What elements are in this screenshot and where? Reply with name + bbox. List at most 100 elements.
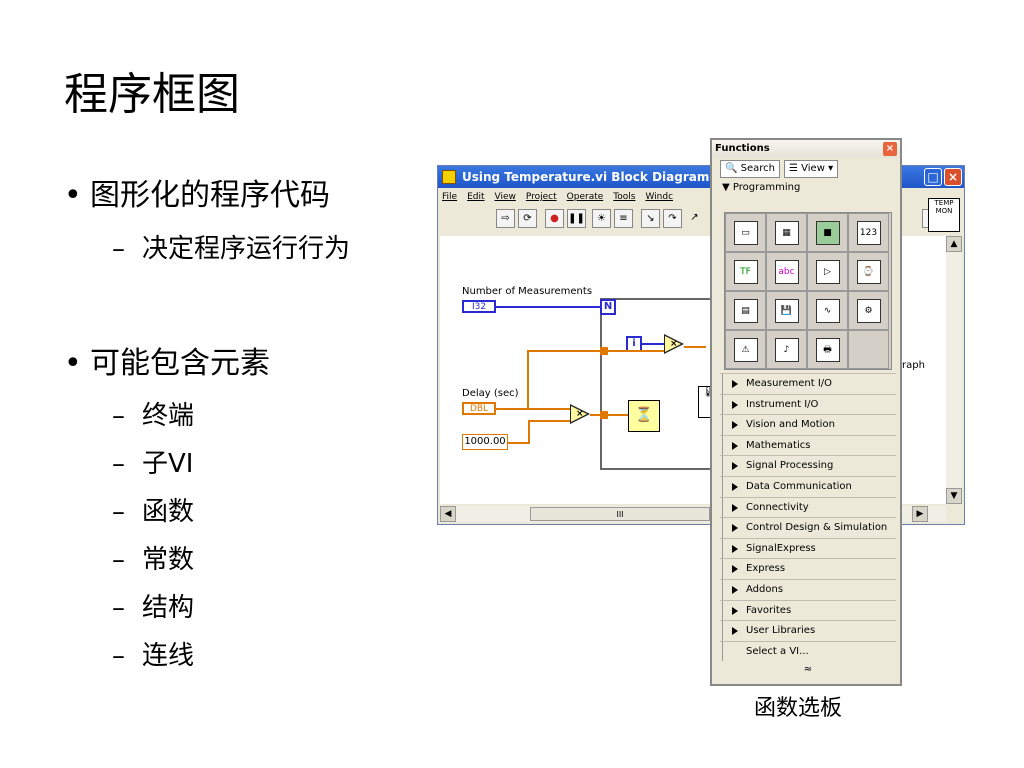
maximize-button[interactable]: □ [924,168,942,186]
sub-bullet: –函数 [112,497,195,527]
synchronization-icon[interactable]: ⚠ [725,330,766,369]
wire [642,343,664,345]
multiply-node[interactable] [570,404,590,424]
palette-item[interactable]: Connectivity [720,496,896,518]
slide-title: 程序框图 [64,69,240,120]
sub-bullet: –终端 [112,401,195,431]
abort-icon[interactable]: ● [545,209,564,228]
menu-operate[interactable]: Operate [566,192,604,202]
step-out-icon[interactable]: ↗ [690,212,699,223]
step-over-icon[interactable]: ↷ [663,209,682,228]
wire [508,442,530,444]
view-button[interactable]: ☰ View ▾ [784,160,839,178]
window-buttons: □ × [924,168,962,186]
structures-icon[interactable]: ▭ [725,213,766,252]
pause-icon[interactable]: ❚❚ [567,209,586,228]
menu-edit[interactable]: Edit [467,192,485,202]
palette-titlebar[interactable]: Functions × [712,140,900,158]
sub-bullet: –结构 [112,593,195,623]
palette-category-list: Measurement I/O Instrument I/O Vision an… [720,373,896,679]
palette-item[interactable]: Addons [720,578,896,600]
scroll-up-icon[interactable]: ▲ [946,236,962,252]
palette-item[interactable]: Control Design & Simulation [720,517,896,538]
terminal-label: Delay (sec) [462,388,519,399]
terminal-label: Number of Measurements [462,286,593,297]
palette-item[interactable]: Data Communication [720,475,896,497]
application-control-icon[interactable]: ⚙ [848,291,889,330]
palette-toolbar: 🔍 Search ☰ View ▾ [712,158,900,180]
numeric-icon[interactable]: 123 [848,213,889,252]
palette-item[interactable]: User Libraries [720,620,896,641]
dropdown-arrow-icon: ▾ [828,163,834,174]
dbl-terminal[interactable]: DBL [462,402,496,415]
highlight-icon[interactable]: ☀ [592,209,611,228]
wire [496,306,602,308]
palette-item[interactable]: Measurement I/O [720,373,896,394]
vertical-scrollbar[interactable]: ▲ ▼ [946,236,962,504]
palette-item[interactable]: Signal Processing [720,455,896,476]
menu-bar: File Edit View Project Operate Tools Win… [438,188,964,206]
scroll-right-icon[interactable]: ▶ [912,506,928,522]
category-programming[interactable]: ▼ Programming [722,182,801,193]
dialog-icon[interactable]: ▤ [725,291,766,330]
search-button[interactable]: 🔍 Search [720,160,780,178]
palette-item[interactable]: Favorites [720,599,896,621]
timing-icon[interactable]: ⌚ [848,252,889,291]
palette-item[interactable]: Instrument I/O [720,393,896,415]
run-continuous-icon[interactable]: ⟳ [518,209,537,228]
menu-view[interactable]: View [494,192,516,202]
graphics-sound-icon[interactable]: ♪ [766,330,807,369]
array-icon[interactable]: ▦ [766,213,807,252]
palette-item[interactable]: Mathematics [720,434,896,456]
wire [684,346,706,348]
wire [528,420,570,422]
string-icon[interactable]: abc [766,252,807,291]
palette-item[interactable]: Vision and Motion [720,414,896,435]
i32-terminal[interactable]: I32 [462,300,496,313]
list-icon: ☰ [789,163,798,174]
report-generation-icon[interactable]: 🖶 [807,330,848,369]
waveform-icon[interactable]: ∿ [807,291,848,330]
expand-more-icon[interactable]: ≈ [803,664,813,676]
loop-count-terminal[interactable]: N [600,299,616,315]
sub-bullet: –常数 [112,545,195,575]
vi-icon [442,170,456,184]
tunnel [600,347,608,355]
bullet-dot: • [64,178,82,213]
numeric-constant[interactable]: 1000.00 [462,434,508,450]
palette-item[interactable]: SignalExpress [720,537,896,559]
file-io-icon[interactable]: 💾 [766,291,807,330]
multiply-symbol: × [576,409,584,419]
cluster-icon[interactable]: ■ [807,213,848,252]
retain-wire-icon[interactable]: ≡ [614,209,633,228]
scroll-left-icon[interactable]: ◀ [440,506,456,522]
wire [496,408,570,410]
select-vi-item[interactable]: Select a VI... [720,640,896,662]
menu-tools[interactable]: Tools [613,192,636,202]
palette-title: Functions [715,143,770,154]
boolean-icon[interactable]: TF [725,252,766,291]
menu-window[interactable]: Windc [645,192,674,202]
wire [590,414,602,416]
comparison-icon[interactable]: ▷ [807,252,848,291]
run-arrow-icon[interactable]: ⇨ [496,209,515,228]
temp-monitor-icon: TEMP MON [928,198,960,232]
palette-item[interactable]: Express [720,558,896,579]
wait-timer-icon[interactable]: ⏳ [628,400,660,432]
chevron-down-icon: ▼ [722,182,730,193]
wire [528,420,530,444]
scroll-down-icon[interactable]: ▼ [946,488,962,504]
close-icon[interactable]: × [883,142,897,156]
multiply-node[interactable] [664,334,684,354]
wire [608,414,628,416]
menu-file[interactable]: File [442,192,458,202]
bullet-text: 可能包含元素 [90,346,270,381]
bullet-dot: • [64,346,82,381]
close-button[interactable]: × [944,168,962,186]
window-title: Using Temperature.vi Block Diagram [462,170,710,184]
scroll-thumb[interactable]: III [530,507,710,521]
tunnel [600,411,608,419]
search-icon: 🔍 [725,163,738,174]
menu-project[interactable]: Project [525,192,557,202]
step-into-icon[interactable]: ↘ [641,209,660,228]
